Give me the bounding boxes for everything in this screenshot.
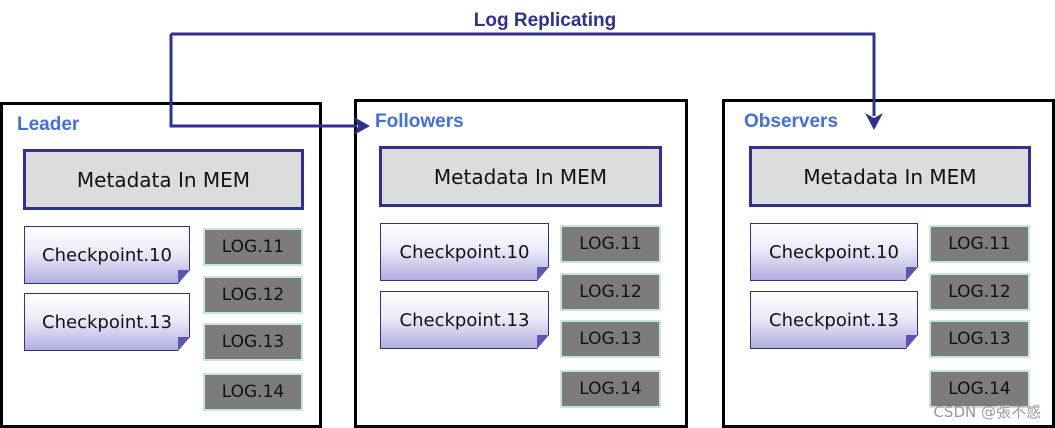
- followers-log-12: LOG.12: [560, 273, 661, 311]
- observers-log-14: LOG.14: [929, 370, 1030, 408]
- followers-log-13: LOG.13: [560, 320, 661, 358]
- observers-log-13: LOG.13: [929, 320, 1030, 358]
- leader-checkpoint-13: Checkpoint.13: [24, 293, 190, 351]
- followers-log-14: LOG.14: [560, 370, 661, 408]
- arrow-head-observers: [865, 113, 883, 130]
- arrow-to-observers: [171, 32, 876, 116]
- observers-metadata-box: Metadata In MEM: [749, 146, 1031, 207]
- arrow-head-followers: [354, 117, 370, 135]
- observers-log-11: LOG.11: [929, 225, 1030, 263]
- observers-label: Observers: [744, 111, 839, 132]
- followers-metadata-box: Metadata In MEM: [379, 146, 662, 207]
- leader-log-12: LOG.12: [203, 276, 303, 314]
- watermark: CSDN @張不惑: [933, 403, 1041, 421]
- observers-checkpoint-10: Checkpoint.10: [750, 223, 918, 281]
- leader-log-14: LOG.14: [203, 373, 303, 411]
- leader-label: Leader: [17, 114, 80, 135]
- leader-metadata-box: Metadata In MEM: [23, 149, 304, 210]
- followers-checkpoint-13: Checkpoint.13: [380, 291, 549, 349]
- followers-label: Followers: [375, 111, 464, 132]
- observers-checkpoint-13: Checkpoint.13: [750, 291, 918, 349]
- leader-log-13: LOG.13: [203, 323, 303, 361]
- observers-log-12: LOG.12: [929, 273, 1030, 311]
- arrow-to-followers: [169, 34, 357, 128]
- diagram-title: Log Replicating: [473, 10, 617, 31]
- followers-checkpoint-10: Checkpoint.10: [380, 223, 549, 281]
- leader-log-11: LOG.11: [203, 228, 303, 266]
- leader-checkpoint-10: Checkpoint.10: [24, 226, 190, 284]
- followers-log-11: LOG.11: [560, 225, 661, 263]
